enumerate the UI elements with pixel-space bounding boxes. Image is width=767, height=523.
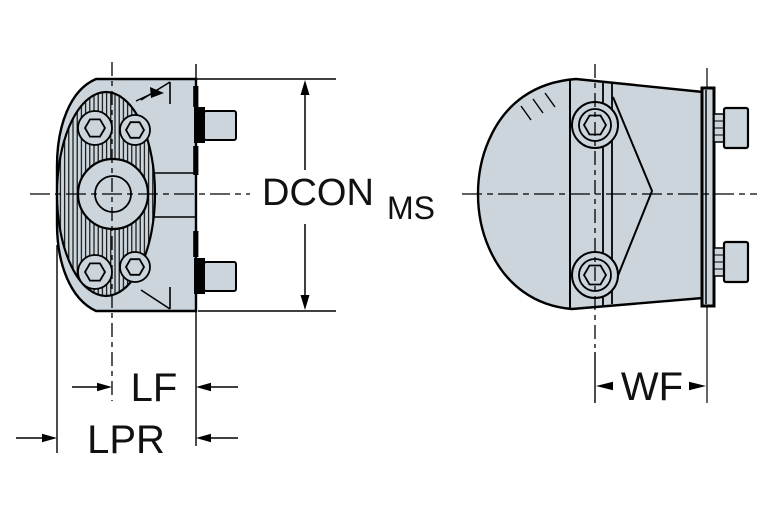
dcon-label: DCON [262,172,374,214]
side-view [462,64,757,403]
screw-top-right [119,114,151,146]
front-view [30,62,250,453]
side-dome-ticks [520,92,556,121]
screw-top-left [77,110,113,146]
lf-dimension: LF [72,366,238,410]
hex-socket-icon [582,114,608,136]
front-face-screws [77,110,151,290]
side-centerlines [462,64,757,348]
front-slot-lines [154,172,196,218]
front-taper-lines [135,81,171,310]
hex-socket-icon [582,264,608,286]
wf-label: WF [621,365,683,409]
dcon-extension-lines [196,78,336,312]
dcon-subscript-label: MS [387,190,435,226]
hex-socket-icon [124,121,146,139]
arrow-up-icon [300,80,310,95]
hex-socket-icon [83,118,107,138]
arrow-left-icon [596,381,613,391]
drawing-root-group: DCON MS LF LPR [16,62,757,462]
arrow-left-icon [196,433,211,443]
lpr-label: LPR [87,418,165,462]
arrow-right-icon [42,433,57,443]
arrow-left-icon [196,382,211,392]
arrow-right-icon [97,382,112,392]
side-flange [700,86,716,308]
hex-socket-icon [124,258,146,276]
dcon-dimension: DCON MS [196,78,435,312]
arrow-right-icon [689,381,706,391]
screw-bottom-left [77,254,113,290]
wf-dimension: WF [594,352,706,409]
lf-label: LF [131,366,178,410]
front-centerlines [30,62,250,401]
side-rear-screws [713,106,750,284]
front-flange-serrations [193,86,199,257]
hex-socket-icon [83,262,107,282]
lpr-dimension: LPR [16,418,238,462]
arrow-down-icon [300,295,310,310]
screw-bottom-right [119,251,151,283]
front-extension-lines [56,64,197,453]
front-chamfer-flag-icon [150,87,164,98]
front-clamp-blocks [194,107,237,294]
